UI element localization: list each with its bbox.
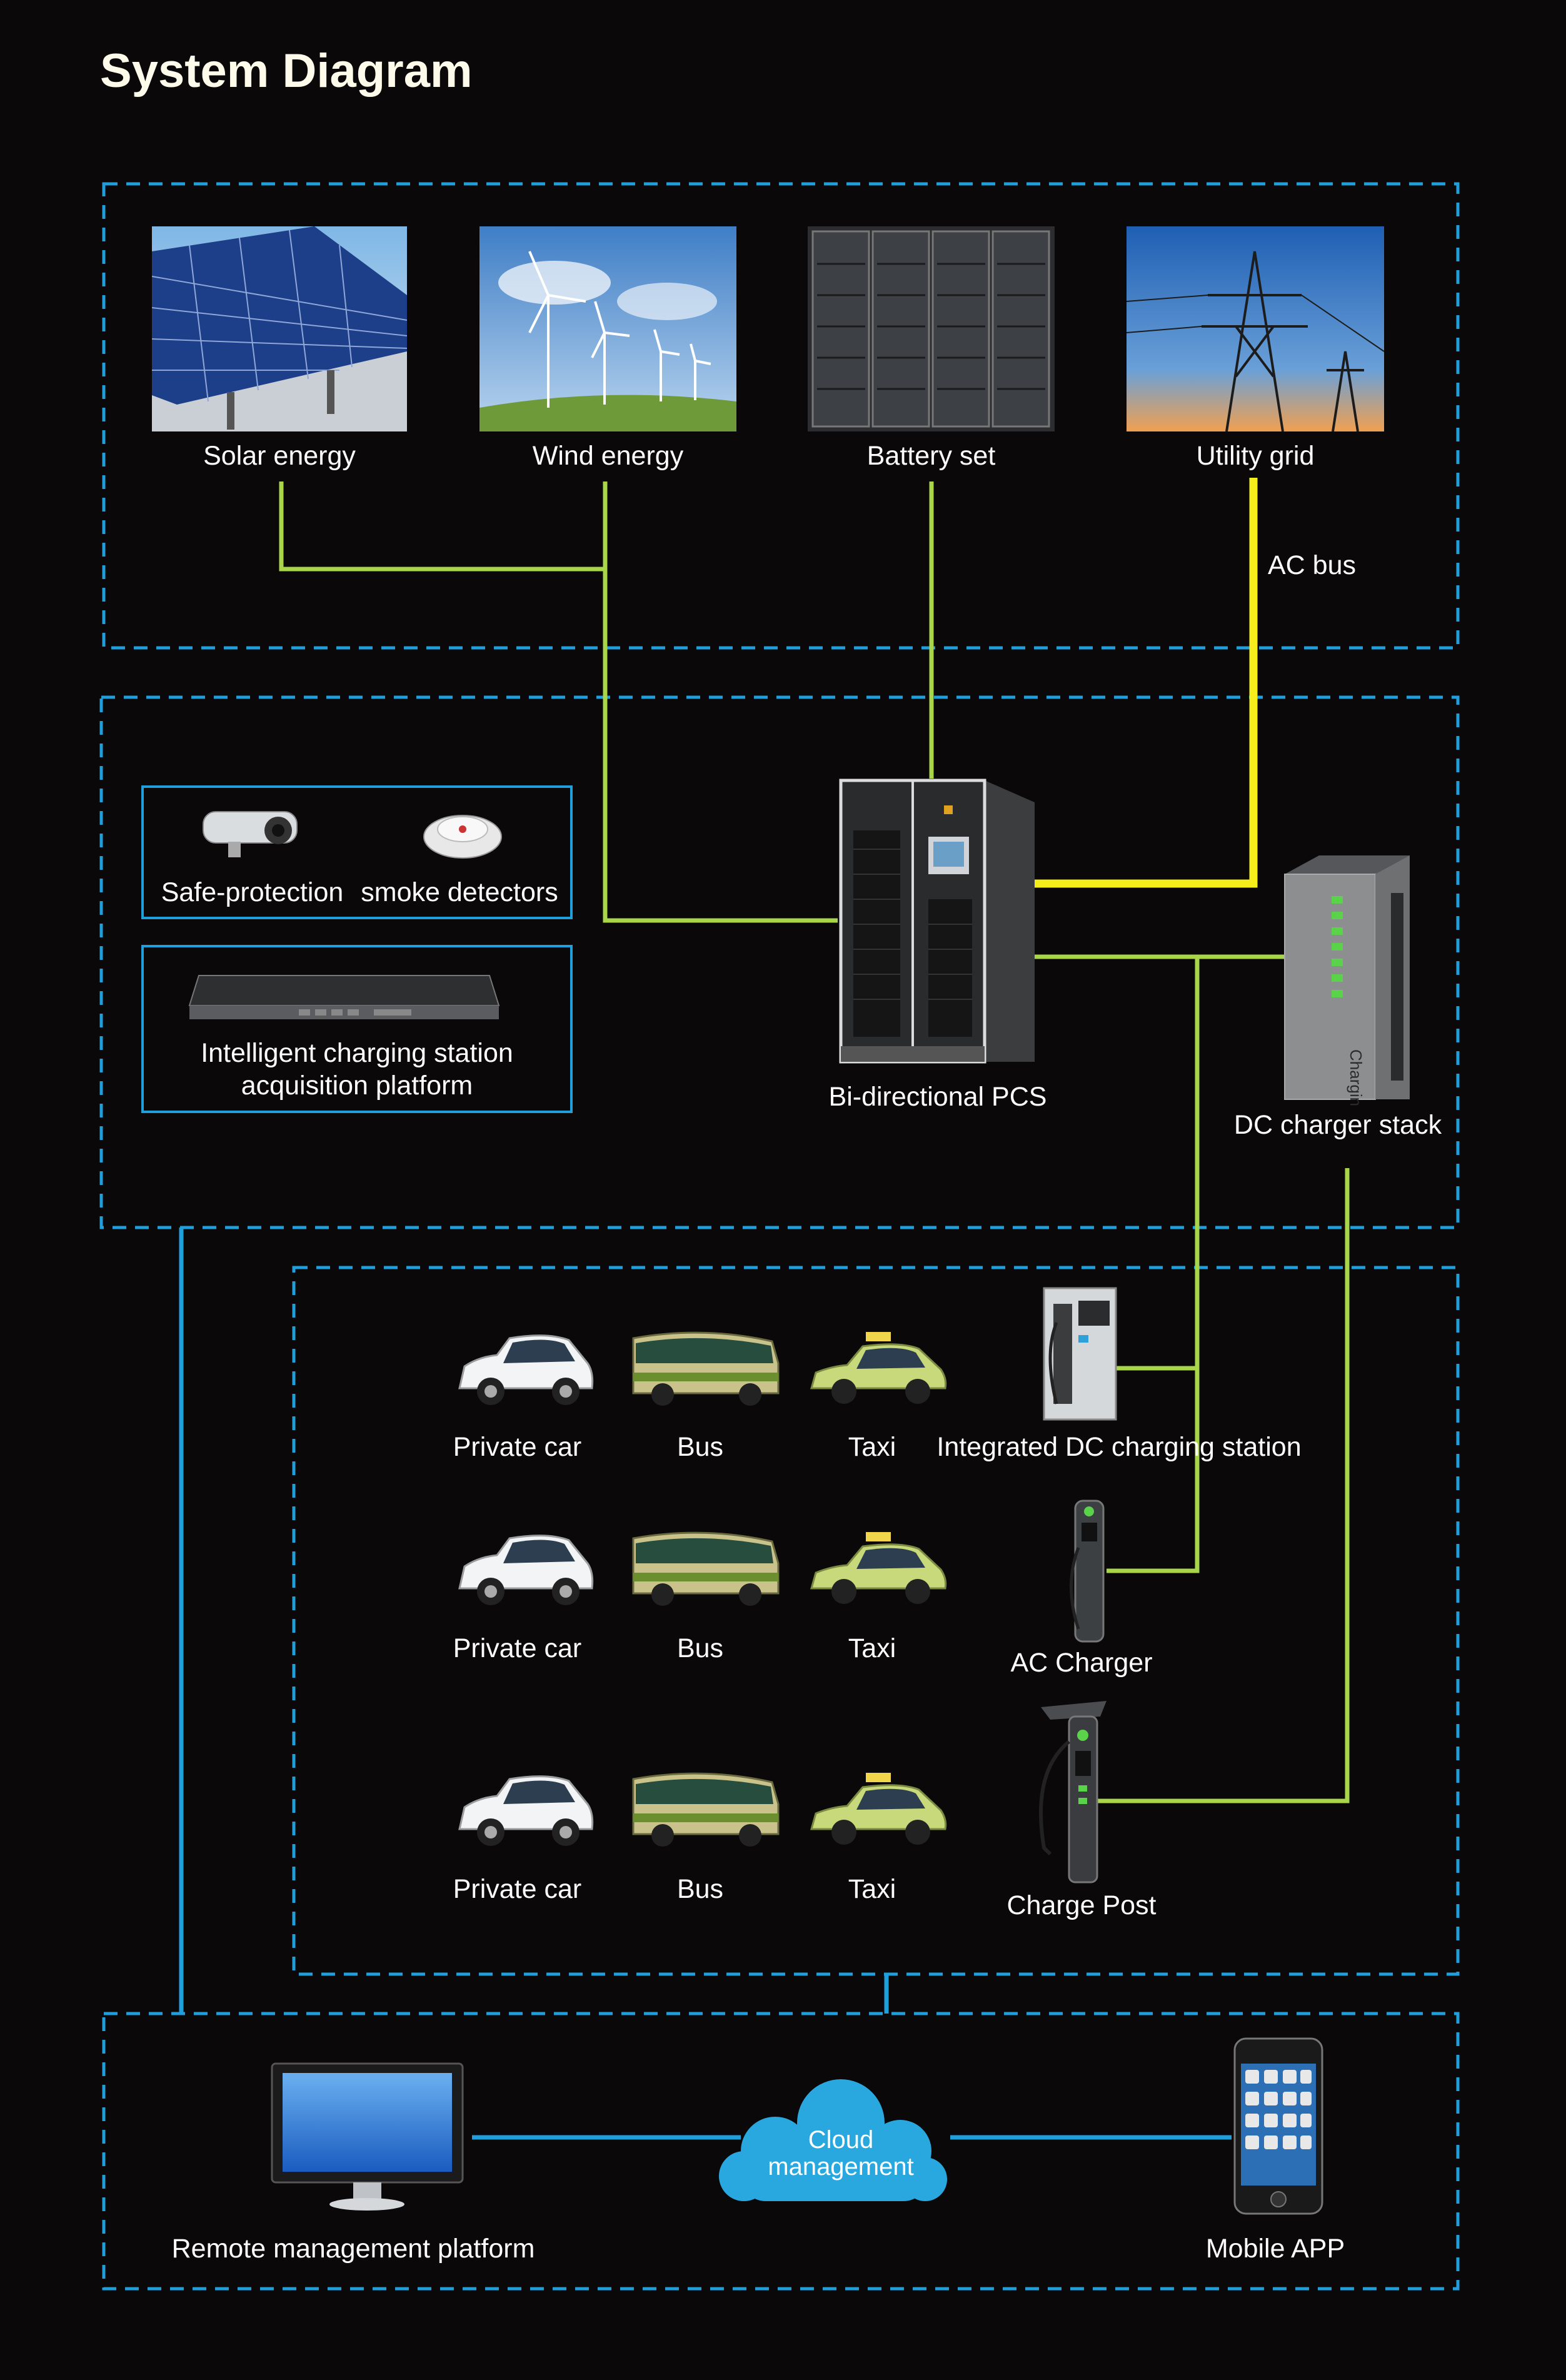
smoke-detectors-label: smoke detectors [361, 877, 558, 907]
wind-energy-label: Wind energy [532, 441, 684, 471]
wire-solar [279, 482, 605, 572]
cloud-label-line1: Cloud [808, 2126, 874, 2154]
taxi-icon [806, 1529, 950, 1610]
wind-turbine-image [479, 226, 736, 431]
utility-grid-image [1127, 226, 1384, 431]
bus-label: Bus [676, 1432, 724, 1462]
private-car-label: Private car [453, 1633, 582, 1663]
pcs-cabinet-image [835, 774, 1038, 1068]
private-car-label: Private car [453, 1874, 582, 1904]
utility-grid-label: Utility grid [1196, 441, 1315, 471]
frame-station [99, 695, 1460, 1229]
wire-ac-bus [1035, 478, 1258, 888]
wire-stack-to-post [1091, 1168, 1350, 1803]
taxi-label: Taxi [848, 1874, 896, 1904]
cloud-icon [706, 2073, 956, 2207]
cloud-label-line2: management [768, 2153, 914, 2181]
acquisition-platform-label-line1: Intelligent charging station [201, 1038, 513, 1068]
dc-charger-stack-image: Charging Stack [1282, 843, 1413, 1106]
integrated-dc-charging-station-label: Integrated DC charging station [936, 1432, 1302, 1462]
safe-protection-label: Safe-protection [161, 877, 344, 907]
private-car-label: Private car [453, 1432, 582, 1462]
bus-icon [628, 1326, 785, 1407]
wire-wind-to-pcs [603, 482, 838, 923]
box-safety [141, 785, 573, 919]
wire-to-ac-charger [1107, 1368, 1200, 1573]
bus-icon [628, 1526, 785, 1607]
smoke-detector-icon [419, 799, 506, 862]
frame-energy-sources [102, 182, 1460, 650]
page-title: System Diagram [100, 44, 473, 98]
taxi-icon [806, 1770, 950, 1851]
monitor-icon [269, 2060, 466, 2214]
battery-set-label: Battery set [866, 441, 996, 471]
dc-charger-stack-label: DC charger stack [1233, 1110, 1442, 1140]
solar-panel-image [152, 226, 407, 431]
remote-platform-label: Remote management platform [171, 2234, 535, 2264]
wire-pcs-to-integrated [1116, 957, 1200, 1371]
bus-label: Bus [676, 1874, 724, 1904]
camera-icon [191, 799, 303, 862]
taxi-label: Taxi [848, 1633, 896, 1663]
charge-post-label: Charge Post [1006, 1890, 1157, 1920]
integrated-dc-charging-station-image [1041, 1285, 1122, 1423]
pcs-label: Bi-directional PCS [828, 1082, 1047, 1112]
private-car-icon [453, 1770, 597, 1851]
mobile-app-label: Mobile APP [1205, 2234, 1345, 2264]
taxi-icon [806, 1329, 950, 1410]
ac-bus-label: AC bus [1268, 550, 1357, 580]
battery-rack-image [808, 226, 1055, 431]
bus-label: Bus [676, 1633, 724, 1663]
frame-management [102, 2012, 1460, 2291]
stack-vertical-text: Charging Stack [1347, 1049, 1365, 1106]
frame-vehicles [292, 1266, 1460, 1976]
ac-charger-image [1063, 1498, 1113, 1645]
acquisition-device-icon [186, 957, 502, 1026]
box-acquisition [141, 945, 573, 1113]
mobile-phone-icon [1232, 2035, 1325, 2217]
solar-energy-label: Solar energy [203, 441, 356, 471]
bus-icon [628, 1767, 785, 1848]
taxi-label: Taxi [848, 1432, 896, 1462]
acquisition-platform-label-line2: acquisition platform [241, 1071, 473, 1101]
private-car-icon [453, 1329, 597, 1410]
charge-post-image [1031, 1698, 1113, 1885]
ac-charger-label: AC Charger [1010, 1648, 1153, 1678]
private-car-icon [453, 1529, 597, 1610]
